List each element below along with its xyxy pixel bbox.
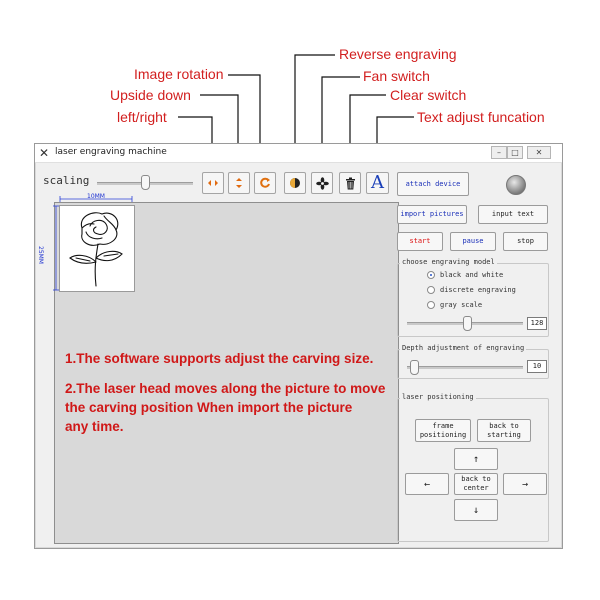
- note-laser-head-line2: the carving position When import the pic…: [65, 400, 353, 415]
- move-right-button[interactable]: →: [503, 473, 547, 495]
- upside-down-button[interactable]: [228, 172, 250, 194]
- callout-reverse-engraving: Reverse engraving: [339, 46, 457, 62]
- note-carving-size: 1.The software supports adjust the carvi…: [65, 351, 374, 366]
- device-status-led: [506, 175, 526, 195]
- imported-picture[interactable]: [59, 205, 135, 292]
- rose-drawing: [69, 212, 123, 287]
- radio-gray-scale[interactable]: [427, 301, 435, 309]
- option-black-and-white[interactable]: black and white: [427, 271, 503, 279]
- app-window: ✕ laser engraving machine – □ ✕ scaling …: [34, 143, 563, 549]
- start-button[interactable]: start: [397, 232, 443, 251]
- model-slider-thumb[interactable]: [463, 316, 472, 331]
- fan-switch-button[interactable]: [311, 172, 333, 194]
- option-gray-scale[interactable]: gray scale: [427, 301, 482, 309]
- height-label: 25MM: [37, 246, 44, 264]
- invert-icon: [290, 178, 300, 188]
- note-laser-head-line3: any time.: [65, 419, 124, 434]
- attach-device-button[interactable]: attach device: [397, 172, 469, 196]
- radio-discrete-engraving[interactable]: [427, 286, 435, 294]
- width-label: 10MM: [87, 193, 105, 200]
- option-discrete-engraving-label: discrete engraving: [440, 286, 516, 294]
- callout-upside-down: Upside down: [110, 87, 191, 103]
- depth-slider-thumb[interactable]: [410, 360, 419, 375]
- frame-positioning-button[interactable]: frame positioning: [415, 419, 471, 442]
- depth-slider-track[interactable]: [407, 366, 523, 369]
- title-bar: ✕ laser engraving machine – □ ✕: [35, 144, 562, 163]
- close-button[interactable]: ✕: [527, 146, 551, 159]
- depth-label: Depth adjustment of engraving: [400, 344, 527, 352]
- reverse-engraving-button[interactable]: [284, 172, 306, 194]
- scaling-label: scaling: [43, 174, 90, 187]
- back-to-starting-button[interactable]: back to starting: [477, 419, 531, 442]
- restore-button[interactable]: □: [507, 146, 523, 159]
- text-adjust-button[interactable]: A: [366, 172, 389, 194]
- note-laser-head-line1: 2.The laser head moves along the picture…: [65, 381, 386, 396]
- clear-switch-button[interactable]: [339, 172, 361, 194]
- input-text-button[interactable]: input text: [478, 205, 548, 224]
- minimize-button[interactable]: –: [491, 146, 507, 159]
- trash-icon: [345, 177, 355, 189]
- image-rotation-button[interactable]: [254, 172, 276, 194]
- callout-text-adjust: Text adjust funcation: [417, 109, 545, 125]
- import-pictures-button[interactable]: import pictures: [397, 205, 467, 224]
- move-left-button[interactable]: ←: [405, 473, 449, 495]
- move-up-button[interactable]: ↑: [454, 448, 498, 470]
- scaling-slider-thumb[interactable]: [141, 175, 150, 190]
- back-to-center-button[interactable]: back to center: [454, 473, 498, 495]
- callout-clear-switch: Clear switch: [390, 87, 467, 103]
- fan-icon: [315, 176, 329, 190]
- option-discrete-engraving[interactable]: discrete engraving: [427, 286, 516, 294]
- option-gray-scale-label: gray scale: [440, 301, 483, 309]
- engraving-model-label: choose engraving model: [400, 258, 497, 266]
- flip-left-right-button[interactable]: [202, 172, 224, 194]
- stop-button[interactable]: stop: [503, 232, 548, 251]
- option-black-and-white-label: black and white: [440, 271, 504, 279]
- depth-value-box[interactable]: 10: [527, 360, 547, 373]
- pause-button[interactable]: pause: [450, 232, 496, 251]
- text-icon: A: [371, 172, 384, 193]
- laser-positioning-label: laser positioning: [400, 393, 476, 401]
- radio-black-and-white[interactable]: [427, 271, 435, 279]
- dimension-guides: [53, 196, 133, 291]
- flip-horizontal-icon: [208, 180, 218, 186]
- rotate-icon: [260, 177, 270, 188]
- callout-image-rotation: Image rotation: [134, 66, 224, 82]
- callout-fan-switch: Fan switch: [363, 68, 430, 84]
- tools-icon: ✕: [39, 146, 50, 160]
- window-title: laser engraving machine: [55, 147, 167, 157]
- flip-vertical-icon: [236, 178, 242, 188]
- callout-left-right: left/right: [117, 109, 167, 125]
- move-down-button[interactable]: ↓: [454, 499, 498, 521]
- model-value-box[interactable]: 128: [527, 317, 547, 330]
